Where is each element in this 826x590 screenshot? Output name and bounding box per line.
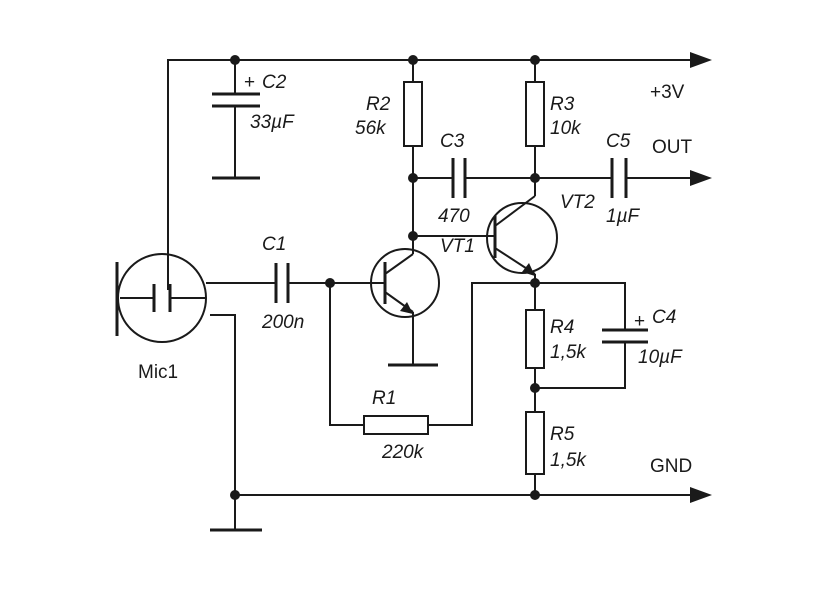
supply-rail	[167, 52, 712, 290]
r5-value-label: 1,5k	[550, 450, 587, 471]
vcc-net-label: +3V	[650, 82, 685, 103]
c3-ref-label: C3	[440, 131, 465, 152]
junction-dot	[230, 55, 240, 65]
c2-plus-sign: +	[244, 72, 255, 93]
c2-value-label: 33µF	[250, 112, 295, 133]
out-arrow-icon	[690, 170, 712, 186]
resistor-r5	[525, 411, 545, 495]
capacitor-c5	[610, 158, 628, 198]
c1-value-label: 200n	[261, 312, 304, 333]
gnd-net-label: GND	[650, 456, 692, 477]
resistor-r1	[329, 282, 535, 435]
vt1-ref-label: VT1	[440, 236, 475, 257]
vt1-emitter-arrow-icon	[400, 302, 413, 314]
out-net-label: OUT	[652, 137, 693, 158]
r2-value-label: 56k	[355, 118, 387, 139]
mic1-label: Mic1	[138, 362, 178, 383]
r1-value-label: 220k	[381, 442, 425, 463]
c5-ref-label: C5	[606, 131, 631, 152]
vt2-ref-label: VT2	[560, 192, 595, 213]
capacitor-c4	[535, 282, 648, 389]
r5-ref-label: R5	[550, 424, 575, 445]
c5-value-label: 1µF	[606, 206, 641, 227]
capacitor-c1	[206, 263, 385, 303]
r2-ref-label: R2	[366, 94, 391, 115]
c2-ref-label: C2	[262, 72, 287, 93]
junction-dots	[230, 55, 540, 500]
microphone-symbol	[115, 253, 207, 343]
c4-value-label: 10µF	[638, 347, 683, 368]
c3-value-label: 470	[438, 206, 470, 227]
capacitor-c2	[212, 60, 260, 180]
junction-dot	[408, 231, 418, 241]
gnd-arrow-icon	[690, 487, 712, 503]
junction-dot	[530, 173, 540, 183]
ground-rail	[210, 314, 712, 532]
junction-dot	[408, 173, 418, 183]
vcc-arrow-icon	[690, 52, 712, 68]
junction-dot	[530, 278, 540, 288]
transistor-vt2	[413, 178, 558, 310]
vt2-emitter-arrow-icon	[522, 263, 535, 276]
capacitor-c3	[413, 158, 540, 198]
c1-ref-label: C1	[262, 234, 286, 255]
resistor-r4	[525, 309, 545, 412]
r3-ref-label: R3	[550, 94, 575, 115]
junction-dot	[230, 490, 240, 500]
resistor-r2	[403, 60, 423, 254]
junction-dot	[530, 55, 540, 65]
junction-dot	[408, 55, 418, 65]
resistor-r3	[525, 60, 545, 178]
transistor-vt1	[370, 248, 440, 367]
c4-plus-sign: +	[634, 311, 645, 332]
r4-value-label: 1,5k	[550, 342, 587, 363]
r4-ref-label: R4	[550, 317, 574, 338]
r3-value-label: 10k	[550, 118, 582, 139]
junction-dot	[530, 383, 540, 393]
junction-dot	[325, 278, 335, 288]
c4-ref-label: C4	[652, 307, 676, 328]
junction-dot	[530, 490, 540, 500]
output-line	[540, 170, 712, 186]
r1-ref-label: R1	[372, 388, 396, 409]
